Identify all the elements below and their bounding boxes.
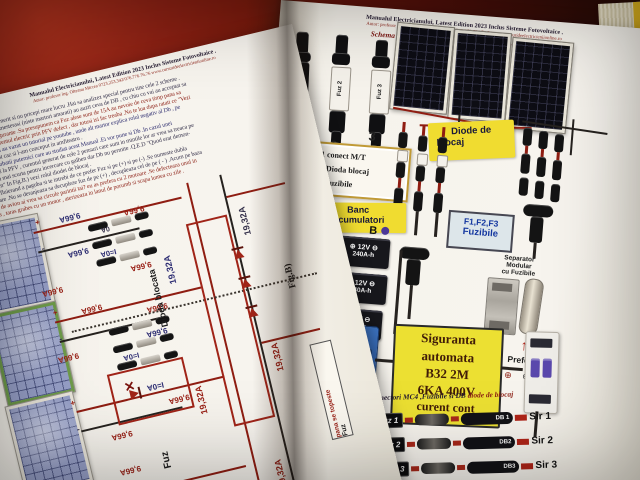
solar-panel bbox=[390, 22, 455, 114]
fuse-sleeve-label: Fuz 3 bbox=[376, 84, 384, 100]
wire bbox=[407, 285, 414, 320]
current-label: 9,66A bbox=[80, 302, 104, 317]
terminal-dot-blue bbox=[380, 226, 390, 236]
y-branch-connector bbox=[399, 246, 430, 261]
fuse-sleeve-label: Fuz 2 bbox=[336, 81, 344, 97]
fuse-melt-note: pana se topeste Fuz bbox=[309, 339, 354, 441]
solar-panel bbox=[504, 37, 574, 134]
red-link bbox=[411, 466, 420, 472]
blocking-diode-icon bbox=[232, 248, 245, 260]
plus-mark: + bbox=[51, 307, 59, 318]
photo-number-3: 3 bbox=[368, 128, 377, 144]
red-link bbox=[521, 462, 534, 469]
red-link bbox=[451, 416, 460, 422]
current-label: 9,66A bbox=[110, 428, 134, 443]
mc4-diode-photo-2: Fuz 2 bbox=[323, 34, 356, 150]
solar-panel bbox=[448, 29, 512, 122]
fuz-label: Fuz bbox=[159, 450, 175, 470]
wire bbox=[261, 327, 321, 344]
solar-panel bbox=[5, 391, 94, 480]
string-label: Sir 2 bbox=[531, 435, 554, 447]
wire bbox=[226, 182, 286, 199]
total-current-label: 19,32A bbox=[236, 205, 253, 237]
total-current-label: 19,32A bbox=[161, 254, 179, 286]
fuse-holder bbox=[421, 462, 456, 475]
current-zero-label: I=0A bbox=[146, 380, 165, 393]
diode-string-column bbox=[411, 125, 430, 236]
total-current-label: 19,32A bbox=[193, 384, 210, 416]
red-link bbox=[407, 441, 416, 447]
string-label: Sir 3 bbox=[535, 459, 558, 472]
blocking-diode-icon bbox=[239, 277, 252, 289]
diode-string-column bbox=[550, 133, 565, 205]
blocking-diode: DB 1 bbox=[461, 411, 514, 425]
current-label: 9,66A bbox=[66, 245, 90, 260]
fuse-holder bbox=[417, 437, 452, 450]
separator-module-photo bbox=[483, 277, 520, 336]
y-branch-connector bbox=[522, 203, 554, 218]
wire bbox=[374, 358, 394, 363]
blocking-diode: DB2 bbox=[463, 435, 516, 449]
total-current-label: 19,32A bbox=[269, 341, 286, 373]
current-zero-label: 0A bbox=[99, 224, 111, 234]
fuse-holder bbox=[415, 413, 450, 426]
red-link bbox=[453, 440, 462, 446]
mc4-fuse-photo-3: Fuz 3 bbox=[363, 39, 396, 149]
red-link bbox=[405, 417, 414, 423]
circuit-breaker-right bbox=[523, 331, 560, 415]
blocking-diode-icon bbox=[246, 306, 259, 318]
red-link bbox=[517, 438, 530, 445]
separator-modular-label: Separator Modular cu Fuzibile bbox=[486, 253, 551, 279]
mc4-connector bbox=[405, 258, 422, 286]
wire bbox=[569, 119, 575, 156]
current-label: 9,66A bbox=[119, 463, 142, 478]
plus-mark: + bbox=[69, 398, 77, 409]
diode-string-column bbox=[534, 130, 549, 202]
dotted-wire bbox=[71, 272, 318, 333]
caption-red: diode de blocaj bbox=[467, 389, 514, 400]
red-link bbox=[457, 464, 466, 471]
total-current-label: 19,32A bbox=[272, 458, 289, 480]
string-label: Sir 1 bbox=[529, 410, 552, 423]
blocking-diode: DB3 bbox=[467, 460, 520, 474]
diode-string-column bbox=[518, 127, 533, 198]
plus-mark: + bbox=[34, 217, 41, 228]
fuse-cartridge-photo bbox=[517, 277, 545, 336]
figure-b-label: Fig.B) bbox=[282, 262, 299, 290]
mc4-connector bbox=[528, 216, 544, 244]
fuse-sleeve-photo: Fuz 3 bbox=[368, 69, 392, 115]
x-mark-icon: ✕ bbox=[122, 377, 137, 395]
fuse-sleeve-photo: Fuz 2 bbox=[328, 66, 352, 112]
red-link bbox=[515, 413, 528, 421]
plus-circle-icon: ⊕ bbox=[503, 369, 513, 381]
label-fuzibile: F1,F2,F3 Fuzibile bbox=[446, 209, 515, 253]
battery-column-b: B bbox=[368, 224, 378, 238]
